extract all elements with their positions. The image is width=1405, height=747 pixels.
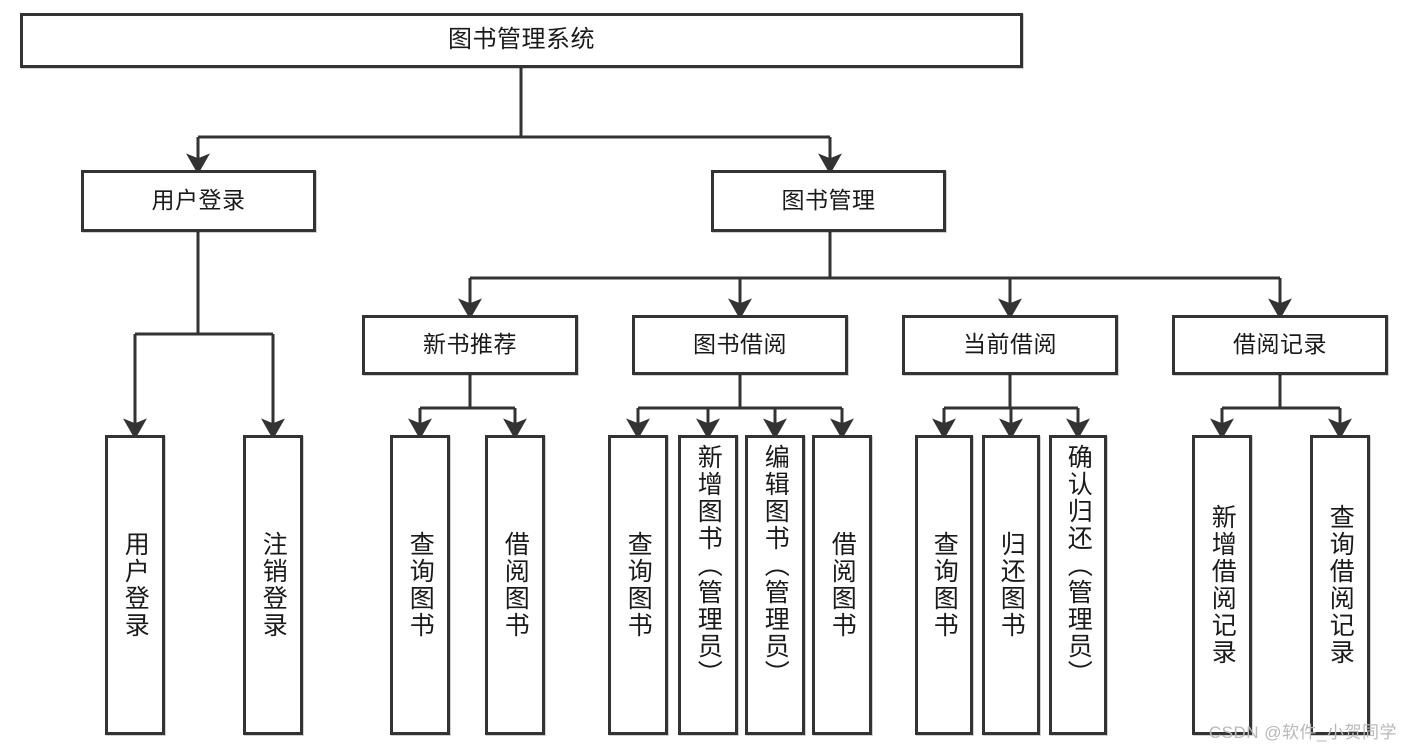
leaf-current-return-book[interactable]: 归还图书 xyxy=(982,435,1040,735)
node-label: 用户登录 xyxy=(121,531,150,639)
node-label: 用户登录 xyxy=(151,187,246,214)
leaf-borrow-edit-book-admin[interactable]: 编辑图书（管理员） xyxy=(745,435,805,735)
leaf-borrow-borrow-book[interactable]: 借阅图书 xyxy=(812,435,872,735)
node-label: 新增借阅记录 xyxy=(1208,504,1237,666)
node-label: 借阅图书 xyxy=(501,531,530,639)
leaf-current-confirm-return-admin[interactable]: 确认归还（管理员） xyxy=(1049,435,1107,735)
leaf-borrow-add-book-admin[interactable]: 新增图书（管理员） xyxy=(678,435,738,735)
node-book-management[interactable]: 图书管理 xyxy=(711,170,946,232)
node-label: 借阅记录 xyxy=(1233,331,1327,358)
node-label: 新书推荐 xyxy=(423,331,517,358)
leaf-recommend-borrow-book[interactable]: 借阅图书 xyxy=(485,435,545,735)
leaf-recommend-query-book[interactable]: 查询图书 xyxy=(390,435,450,735)
node-new-book-recommend[interactable]: 新书推荐 xyxy=(362,315,578,375)
node-current-borrow[interactable]: 当前借阅 xyxy=(902,315,1118,375)
leaf-current-query-book[interactable]: 查询图书 xyxy=(915,435,973,735)
node-label: 注销登录 xyxy=(259,531,288,639)
leaf-logout-login[interactable]: 注销登录 xyxy=(243,435,303,735)
watermark-csdn: CSDN @软件_小贺同学 xyxy=(1208,723,1397,742)
node-label: 确认归还（管理员） xyxy=(1064,444,1093,687)
node-book-borrow[interactable]: 图书借阅 xyxy=(632,315,848,375)
node-label: 查询图书 xyxy=(406,531,435,639)
leaf-record-query-borrow-record[interactable]: 查询借阅记录 xyxy=(1310,435,1370,735)
node-label: 借阅图书 xyxy=(828,531,857,639)
leaf-record-add-borrow-record[interactable]: 新增借阅记录 xyxy=(1192,435,1252,735)
node-label: 编辑图书（管理员） xyxy=(761,444,790,687)
leaf-borrow-query-book[interactable]: 查询图书 xyxy=(608,435,668,735)
node-label: 新增图书（管理员） xyxy=(694,444,723,687)
node-borrow-record[interactable]: 借阅记录 xyxy=(1172,315,1388,375)
node-label: 归还图书 xyxy=(997,531,1026,639)
leaf-user-login[interactable]: 用户登录 xyxy=(105,435,165,735)
node-label: 查询图书 xyxy=(624,531,653,639)
node-label: 当前借阅 xyxy=(963,331,1057,358)
node-user-login[interactable]: 用户登录 xyxy=(81,170,316,232)
node-label: 图书管理系统 xyxy=(448,26,595,54)
node-label: 查询借阅记录 xyxy=(1326,504,1355,666)
node-label: 图书借阅 xyxy=(693,331,787,358)
node-label: 图书管理 xyxy=(781,187,876,214)
node-label: 查询图书 xyxy=(930,531,959,639)
node-root-system[interactable]: 图书管理系统 xyxy=(20,13,1023,68)
